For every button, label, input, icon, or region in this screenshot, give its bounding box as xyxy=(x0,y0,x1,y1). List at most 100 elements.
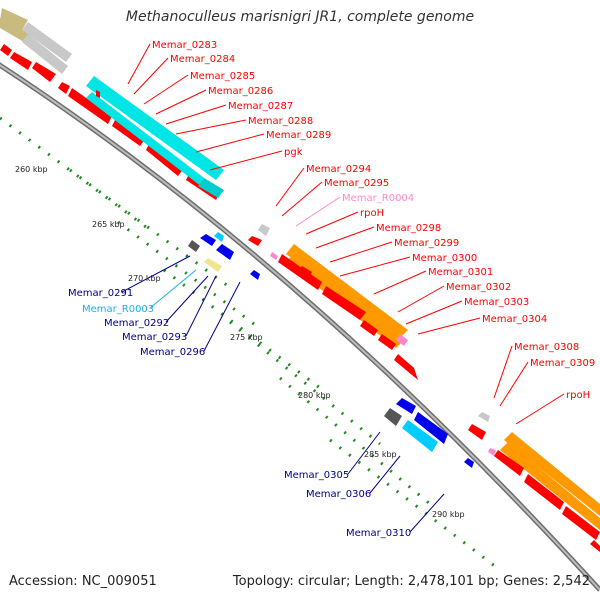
gene-label-forward-connector xyxy=(209,150,283,171)
reverse-cds-group-2 xyxy=(384,398,474,468)
tick-label: 285 kbp xyxy=(364,450,397,459)
tick-label: 275 kbp xyxy=(230,333,263,342)
feature-rrna-cyan-2 xyxy=(86,92,212,190)
forward-cds-group-1 xyxy=(0,44,220,200)
gene-label-forward[interactable]: pgk xyxy=(284,147,303,158)
feature-rrna-cyan-end xyxy=(198,178,224,198)
gene-label-forward-connector xyxy=(281,181,323,217)
gene-label-forward[interactable]: Memar_0285 xyxy=(190,71,255,82)
gene-label-reverse[interactable]: Memar_0292 xyxy=(104,318,169,329)
gene-label-forward[interactable]: Memar_0304 xyxy=(482,314,547,325)
tick-label: 280 kbp xyxy=(298,391,331,400)
gene-label-forward[interactable]: Memar_0298 xyxy=(376,223,441,234)
gene-label-forward-connector xyxy=(493,345,513,399)
gene-label-forward-connector xyxy=(339,256,411,277)
gene-label-reverse[interactable]: Memar_0291 xyxy=(68,288,133,299)
gene-label-forward-connector xyxy=(165,104,227,125)
genome-summary-text: Topology: circular; Length: 2,478,101 bp… xyxy=(232,574,590,589)
gene-label-reverse[interactable]: Memar_0296 xyxy=(140,347,205,358)
feature-rrna-cyan xyxy=(86,76,224,180)
gene-label-forward-connector xyxy=(315,226,375,249)
feature-red-small-2 xyxy=(468,424,486,440)
gene-label-forward[interactable]: Memar_0309 xyxy=(530,358,595,369)
feature-rrna-orange-right xyxy=(504,432,600,516)
gene-label-reverse-connector xyxy=(165,275,209,323)
gene-label-reverse[interactable]: Memar_0310 xyxy=(346,528,411,539)
gene-label-reverse[interactable]: Memar_0293 xyxy=(122,332,187,343)
gene-label-forward[interactable]: rpoH xyxy=(360,208,384,219)
gene-label-forward-connector xyxy=(329,241,393,263)
gene-label-forward[interactable]: Memar_0283 xyxy=(152,40,217,51)
gene-label-reverse-connector xyxy=(409,493,445,533)
tick-line xyxy=(279,376,431,506)
gene-label-forward[interactable]: Memar_0301 xyxy=(428,267,493,278)
gene-label-reverse-connector xyxy=(203,281,241,352)
forward-cds-group-3 xyxy=(494,450,600,552)
tick-line xyxy=(163,268,321,390)
feature-pink-small-2 xyxy=(488,448,496,456)
genome-backbone-highlight xyxy=(0,64,600,591)
tick-label: 290 kbp xyxy=(432,510,465,519)
gene-label-forward[interactable]: Memar_0287 xyxy=(228,101,293,112)
gene-label-forward[interactable]: Memar_R0004 xyxy=(342,193,414,204)
feature-rrna-orange xyxy=(286,244,408,338)
gene-label-forward-connector xyxy=(405,300,463,325)
feature-olive-block xyxy=(0,8,28,30)
feature-olive-block-2 xyxy=(0,18,30,42)
gene-label-forward[interactable]: Memar_0286 xyxy=(208,86,273,97)
forward-cds-sep-1 xyxy=(96,90,100,98)
gene-label-forward-connector xyxy=(499,361,529,407)
gene-label-forward[interactable]: Memar_0294 xyxy=(306,164,371,175)
tick-label: 260 kbp xyxy=(15,165,48,174)
gene-label-forward-connector xyxy=(417,317,481,335)
gene-label-forward-connector xyxy=(127,43,151,85)
gene-label-reverse-connector xyxy=(347,431,381,475)
genome-backbone xyxy=(0,62,600,592)
gene-label-forward[interactable]: Memar_0288 xyxy=(248,116,313,127)
gene-label-forward-connector xyxy=(397,285,445,313)
gene-label-reverse[interactable]: Memar_R0003 xyxy=(82,304,154,315)
gene-label-forward-connector xyxy=(175,119,247,135)
tick-line xyxy=(229,320,381,446)
tick-line xyxy=(0,116,151,232)
gene-label-forward-connector xyxy=(143,74,189,105)
gene-label-reverse[interactable]: Memar_0306 xyxy=(306,489,371,500)
gene-label-forward[interactable]: Memar_0308 xyxy=(514,342,579,353)
gene-label-forward[interactable]: rpoH xyxy=(566,390,590,401)
gene-label-forward-connector xyxy=(133,57,169,95)
tick-label: 270 kbp xyxy=(128,274,161,283)
feature-rrna-orange-right-2 xyxy=(500,442,600,530)
genome-title: Methanoculleus marisnigri JR1, complete … xyxy=(125,9,475,25)
forward-cds-group-2 xyxy=(278,254,418,380)
gene-label-forward[interactable]: Memar_0302 xyxy=(446,282,511,293)
gene-label-forward-connector xyxy=(155,89,207,115)
gene-label-forward[interactable]: Memar_0284 xyxy=(170,54,235,65)
gene-label-forward-connector xyxy=(195,133,265,153)
gene-label-reverse[interactable]: Memar_0305 xyxy=(284,470,349,481)
gene-label-forward[interactable]: Memar_0299 xyxy=(394,238,459,249)
gene-label-forward[interactable]: Memar_0295 xyxy=(324,178,389,189)
gene-label-forward[interactable]: Memar_0303 xyxy=(464,297,529,308)
reverse-cds-group-1 xyxy=(188,232,260,280)
gene-label-forward-connector xyxy=(515,393,565,425)
gene-label-reverse-connector xyxy=(369,455,401,494)
gene-label-forward[interactable]: Memar_0300 xyxy=(412,253,477,264)
gene-label-reverse-connector xyxy=(121,255,191,293)
feature-pink-small xyxy=(270,252,278,260)
gene-label-forward-connector xyxy=(275,167,305,207)
feature-red-small-1 xyxy=(248,236,262,246)
gene-label-forward-connector xyxy=(373,270,427,295)
feature-pink-orange-end xyxy=(396,334,408,346)
tick-label: 265 kbp xyxy=(92,220,125,229)
feature-grey-small-2 xyxy=(478,412,490,422)
feature-grey-block-2 xyxy=(22,34,68,74)
gene-label-reverse-connector xyxy=(185,275,217,337)
gene-label-forward-connector xyxy=(295,196,341,227)
gene-label-forward[interactable]: Memar_0289 xyxy=(266,130,331,141)
feature-grey-block xyxy=(22,22,72,62)
feature-grey-small xyxy=(258,224,270,236)
accession-text: Accession: NC_009051 xyxy=(9,574,157,589)
gene-label-forward-connector xyxy=(305,211,359,235)
